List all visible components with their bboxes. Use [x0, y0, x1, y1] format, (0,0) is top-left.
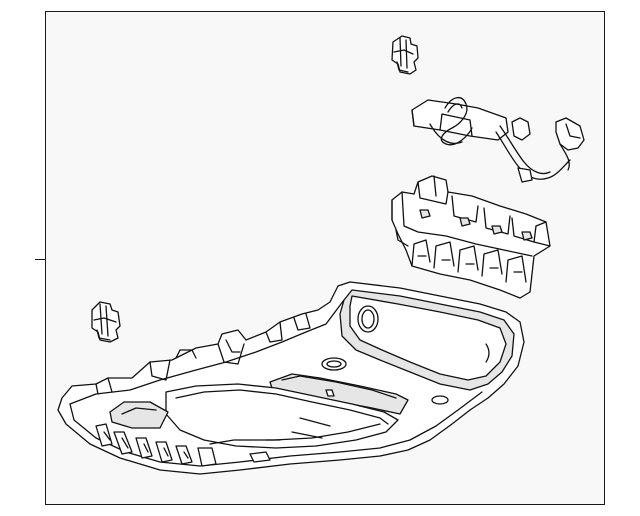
retainer-clip-upper-icon: [391, 35, 419, 75]
overhead-console-icon: [57, 281, 525, 475]
wiring-harness-icon: [411, 97, 585, 183]
callout-leader-line: [35, 259, 46, 260]
bracket-housing-icon: [391, 175, 551, 299]
retainer-clip-lower-icon: [91, 301, 121, 343]
